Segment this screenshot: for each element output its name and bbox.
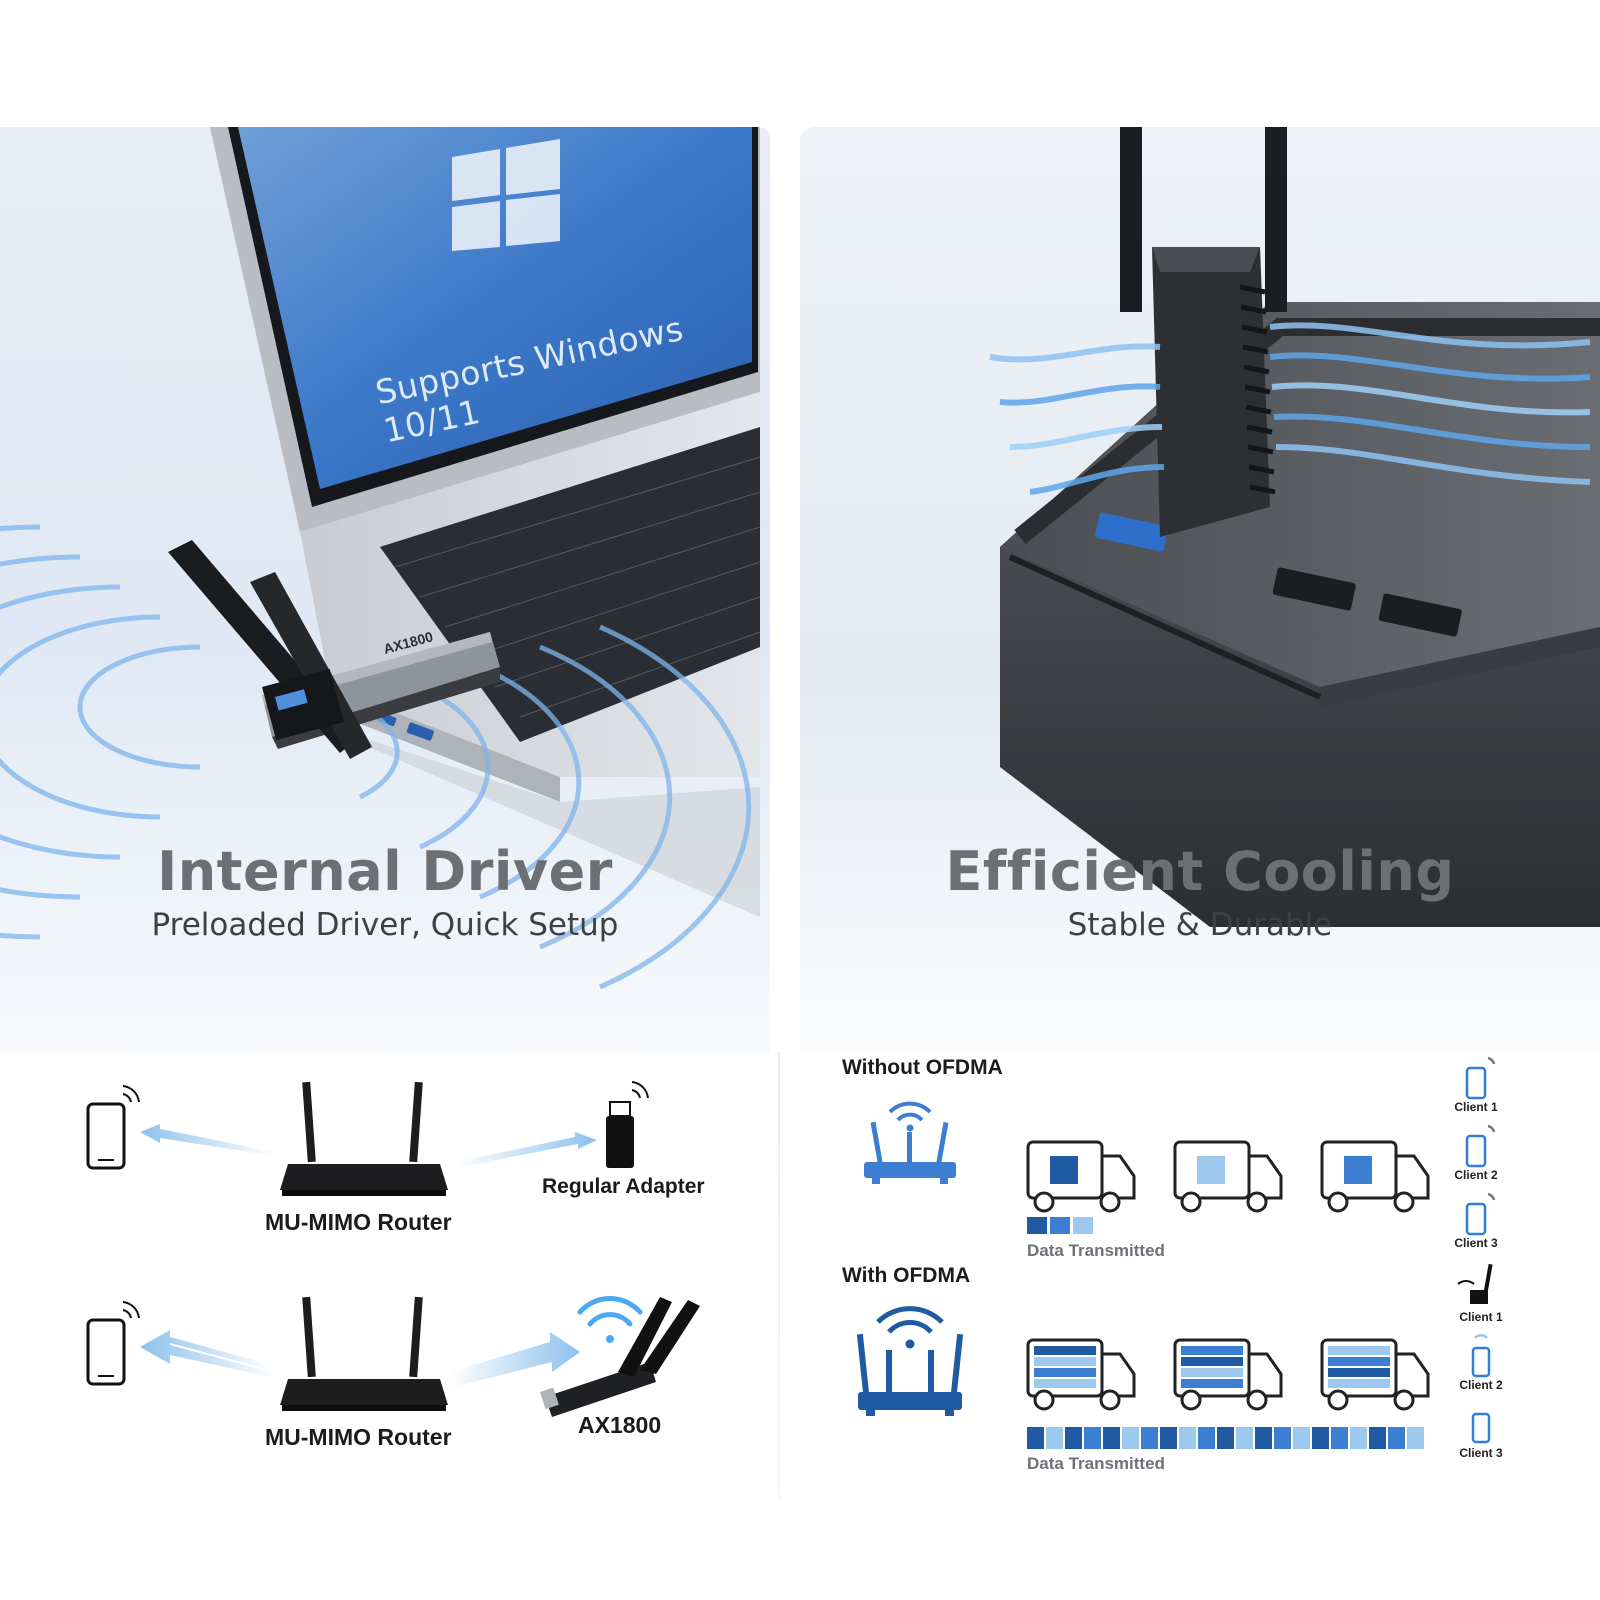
wifi-icon <box>577 1296 643 1343</box>
data-segment <box>1046 1427 1063 1449</box>
data-segment <box>1027 1217 1047 1234</box>
data-segment <box>1103 1427 1120 1449</box>
data-segment <box>1312 1427 1329 1449</box>
truck-icon-full <box>1026 1338 1136 1411</box>
router-icon <box>864 1101 956 1184</box>
client-adapter-icon <box>1457 1263 1493 1304</box>
phone-icon <box>86 1301 140 1386</box>
ax1800-label: AX1800 <box>578 1412 662 1438</box>
bottom-router-label: MU-MIMO Router <box>265 1424 452 1450</box>
usb-port <box>1095 512 1168 552</box>
client-label: Client 1 <box>1459 1310 1503 1324</box>
wide-signal-arrow <box>450 1332 580 1388</box>
data-segment <box>1084 1427 1101 1449</box>
data-segment <box>1407 1427 1424 1449</box>
data-segment <box>1293 1427 1310 1449</box>
top-router-label: MU-MIMO Router <box>265 1209 452 1235</box>
phone-icon <box>86 1085 140 1170</box>
usb-port <box>1272 567 1356 611</box>
client-phone-icon <box>1465 1056 1496 1236</box>
data-segment <box>1065 1427 1082 1449</box>
client-label: Client 2 <box>1454 1168 1498 1182</box>
usb-wifi-adapter <box>168 540 500 759</box>
panel-divider <box>778 1052 780 1500</box>
signal-arrow <box>140 1124 275 1156</box>
data-segment <box>1236 1427 1253 1449</box>
ofdma-diagram <box>856 1056 1496 1444</box>
client-label: Client 2 <box>1459 1378 1503 1392</box>
laptop-screen <box>238 127 752 489</box>
router-icon <box>280 1296 448 1411</box>
data-segment <box>1141 1427 1158 1449</box>
data-segment <box>1179 1427 1196 1449</box>
regular-adapter-label: Regular Adapter <box>542 1175 705 1198</box>
data-segment <box>1027 1427 1044 1449</box>
truck-icon-full <box>1320 1338 1430 1411</box>
router-icon <box>280 1081 448 1196</box>
router-icon <box>856 1306 964 1416</box>
data-segment <box>1369 1427 1386 1449</box>
internal-driver-subtitle: Preloaded Driver, Quick Setup <box>151 907 619 943</box>
truck-icon-full <box>1173 1338 1283 1411</box>
client-label: Client 3 <box>1454 1236 1498 1250</box>
usb-wifi-adapter-upright <box>1120 127 1287 537</box>
client-label: Client 1 <box>1454 1100 1498 1114</box>
efficient-cooling-panel: Efficient Cooling Stable & Durable <box>800 127 1600 1052</box>
signal-arrow <box>455 1132 597 1168</box>
data-segment <box>1255 1427 1272 1449</box>
ofdma-comparison-panel: Without OFDMA With OFDMA <box>790 1052 1600 1500</box>
ax1800-adapter-icon <box>540 1297 700 1417</box>
data-segment <box>1160 1427 1177 1449</box>
data-segment <box>1350 1427 1367 1449</box>
data-segment <box>1050 1217 1070 1234</box>
windows-logo <box>452 139 560 251</box>
internal-driver-title: Internal Driver <box>157 840 613 903</box>
usb-port <box>1378 593 1462 637</box>
laptop-illustration: AX1800 <box>0 127 761 990</box>
desktop-hub-illustration <box>989 127 1600 927</box>
data-transmitted-bar-without <box>1027 1217 1127 1234</box>
mu-mimo-diagram <box>86 1081 700 1417</box>
data-transmitted-caption-with: Data Transmitted <box>1027 1454 1165 1473</box>
data-segment <box>1217 1427 1234 1449</box>
truck-icon <box>1320 1140 1430 1213</box>
efficient-cooling-subtitle: Stable & Durable <box>1067 907 1333 943</box>
internal-driver-panel: AX1800 Supports Windows 10/11 Internal D… <box>0 127 770 1052</box>
data-transmitted-bar-with <box>1027 1427 1447 1449</box>
mu-mimo-comparison-panel: MU-MIMO Router Regular Adapter MU-MIMO R… <box>0 1052 770 1500</box>
client-phone-icon <box>1471 1334 1491 1444</box>
data-segment <box>1388 1427 1405 1449</box>
with-ofdma-title: With OFDMA <box>842 1264 971 1287</box>
client-label: Client 3 <box>1459 1446 1503 1460</box>
truck-icon <box>1173 1140 1283 1213</box>
data-segment <box>1122 1427 1139 1449</box>
data-segment <box>1274 1427 1291 1449</box>
data-segment <box>1331 1427 1348 1449</box>
data-transmitted-caption-without: Data Transmitted <box>1027 1241 1165 1260</box>
data-segment <box>1198 1427 1215 1449</box>
efficient-cooling-title: Efficient Cooling <box>945 840 1455 903</box>
usb-adapter-icon <box>606 1081 649 1168</box>
data-segment <box>1073 1217 1093 1234</box>
without-ofdma-title: Without OFDMA <box>842 1056 1003 1079</box>
wireless-signal-waves <box>0 524 752 990</box>
airflow-lines <box>989 322 1591 495</box>
truck-icon <box>1026 1140 1136 1213</box>
wide-signal-arrow <box>140 1330 276 1378</box>
